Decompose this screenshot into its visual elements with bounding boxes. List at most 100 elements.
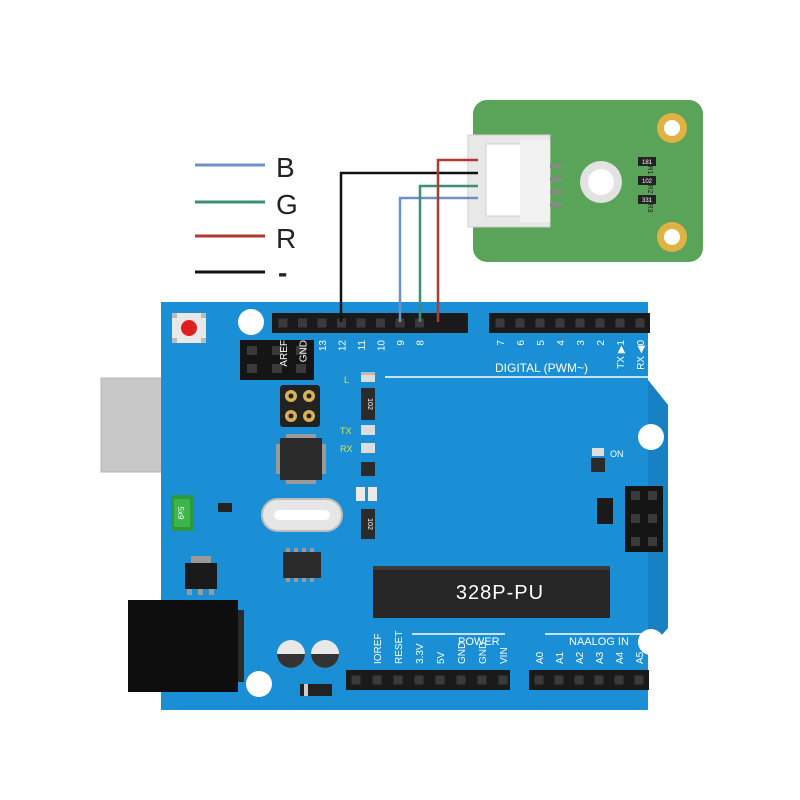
pin-label: 2 xyxy=(596,340,607,346)
pin-label: 12 xyxy=(338,340,349,352)
led-l-label: L xyxy=(344,375,349,385)
resistor-label-1: 102 xyxy=(366,398,373,410)
gold-pads xyxy=(280,385,320,427)
pin-label: RX ◀0 xyxy=(636,340,647,370)
header-pin xyxy=(555,318,565,328)
wire-blue xyxy=(398,196,478,322)
chip-label: 328P-PU xyxy=(456,582,544,604)
pin-label: VIN xyxy=(499,647,510,664)
pin-label: 10 xyxy=(377,340,388,352)
power-label: POWER xyxy=(458,636,500,648)
wire-legend: B G R - xyxy=(195,152,298,288)
pin-label: GND xyxy=(457,642,468,664)
header-pin xyxy=(554,675,564,685)
pin-label: A3 xyxy=(595,651,606,664)
header-pin xyxy=(395,318,405,328)
pin-label: 13 xyxy=(318,340,329,352)
pin-label: GND xyxy=(299,340,310,362)
header-pin xyxy=(337,318,346,328)
svg-text:331: 331 xyxy=(642,198,653,204)
pin-label: 9 xyxy=(396,340,407,346)
header-pin xyxy=(435,675,445,685)
header-pin xyxy=(356,318,366,328)
pin-label: A5 xyxy=(635,651,646,664)
legend-label-b: B xyxy=(276,152,295,183)
header-pin xyxy=(614,675,624,685)
legend-label-gnd: - xyxy=(278,257,287,288)
header-pin xyxy=(535,318,545,328)
pin-label: 6 xyxy=(516,340,527,346)
reset-button[interactable] xyxy=(172,313,206,343)
svg-text:R2: R2 xyxy=(646,185,653,194)
pin-label: 7 xyxy=(496,340,507,346)
svg-text:181: 181 xyxy=(642,160,653,166)
pin-label: 3 xyxy=(576,340,587,346)
header-pin xyxy=(634,675,644,685)
pin-label: 5 xyxy=(536,340,547,346)
led-rx-label: RX xyxy=(340,444,353,454)
mcu-chip: 328P-PU xyxy=(373,566,610,618)
pin-label: A0 xyxy=(535,651,546,664)
header-pin xyxy=(594,675,604,685)
icsp-header-usb xyxy=(240,340,314,380)
header-pin xyxy=(414,675,424,685)
svg-text:102: 102 xyxy=(642,179,653,185)
usb-chip xyxy=(276,434,326,484)
header-pin xyxy=(278,318,288,328)
pin-label: A4 xyxy=(615,651,626,664)
pin-label: 11 xyxy=(357,340,368,351)
power-led: ON xyxy=(591,448,624,472)
digital-pin-labels-right: 7 6 5 4 3 2 TX ▶1 RX ◀0 xyxy=(496,340,647,370)
analog-pin-labels: A0 A1 A2 A3 A4 A5 xyxy=(535,651,646,664)
header-pin xyxy=(415,318,424,328)
pin-label: 4 xyxy=(556,340,567,346)
pin-label: A1 xyxy=(555,651,566,664)
wire-red xyxy=(436,158,478,322)
crystal xyxy=(261,498,343,532)
capacitor xyxy=(277,640,305,668)
icsp-header-mcu xyxy=(625,486,663,552)
header-pin xyxy=(575,318,585,328)
pin-label: RESET xyxy=(394,631,405,664)
pin-label: 8 xyxy=(416,340,427,346)
fuse: 5x9 xyxy=(171,495,193,531)
led-on-label: ON xyxy=(610,449,624,459)
mount-hole xyxy=(238,309,264,335)
header-pin xyxy=(477,675,487,685)
status-leds: 102 102 L TX RX xyxy=(340,372,377,539)
header-pin xyxy=(376,318,385,328)
pin-label: 5V xyxy=(436,651,447,664)
resistor-label-2: 102 xyxy=(366,518,373,530)
header-pin xyxy=(317,318,327,328)
legend-label-g: G xyxy=(276,189,298,220)
header-pin xyxy=(298,318,307,328)
digital-pin-labels-left: AREF GND 13 12 11 10 9 8 xyxy=(279,340,427,367)
header-pin xyxy=(635,318,645,328)
capacitor xyxy=(311,640,339,668)
module-resistors: 181 R1 102 R2 331 R3 xyxy=(638,157,656,213)
header-pin xyxy=(615,318,625,328)
arduino-board: 5x9 xyxy=(100,302,668,710)
pin-label: AREF xyxy=(279,340,290,367)
digital-label: DIGITAL (PWM~) xyxy=(495,361,588,375)
header-pin xyxy=(456,675,466,685)
analog-header xyxy=(529,670,649,690)
header-pin xyxy=(495,318,505,328)
module-connector xyxy=(467,134,562,228)
led-tx-label: TX xyxy=(340,426,352,436)
wires xyxy=(339,158,478,322)
svg-text:5x9: 5x9 xyxy=(176,507,185,520)
rgb-led-module: 181 R1 102 R2 331 R3 xyxy=(467,100,703,262)
mount-hole xyxy=(638,629,664,655)
mount-hole xyxy=(638,424,664,450)
pin-label: TX ▶1 xyxy=(616,340,627,369)
header-pin xyxy=(498,675,508,685)
pin-label: A2 xyxy=(575,651,586,664)
svg-text:R1: R1 xyxy=(646,166,653,175)
mount-hole xyxy=(246,671,272,697)
pin-label: GND xyxy=(478,642,489,664)
analog-label: NAALOG IN xyxy=(569,636,629,648)
header-pin xyxy=(574,675,584,685)
voltage-regulator xyxy=(185,556,217,595)
